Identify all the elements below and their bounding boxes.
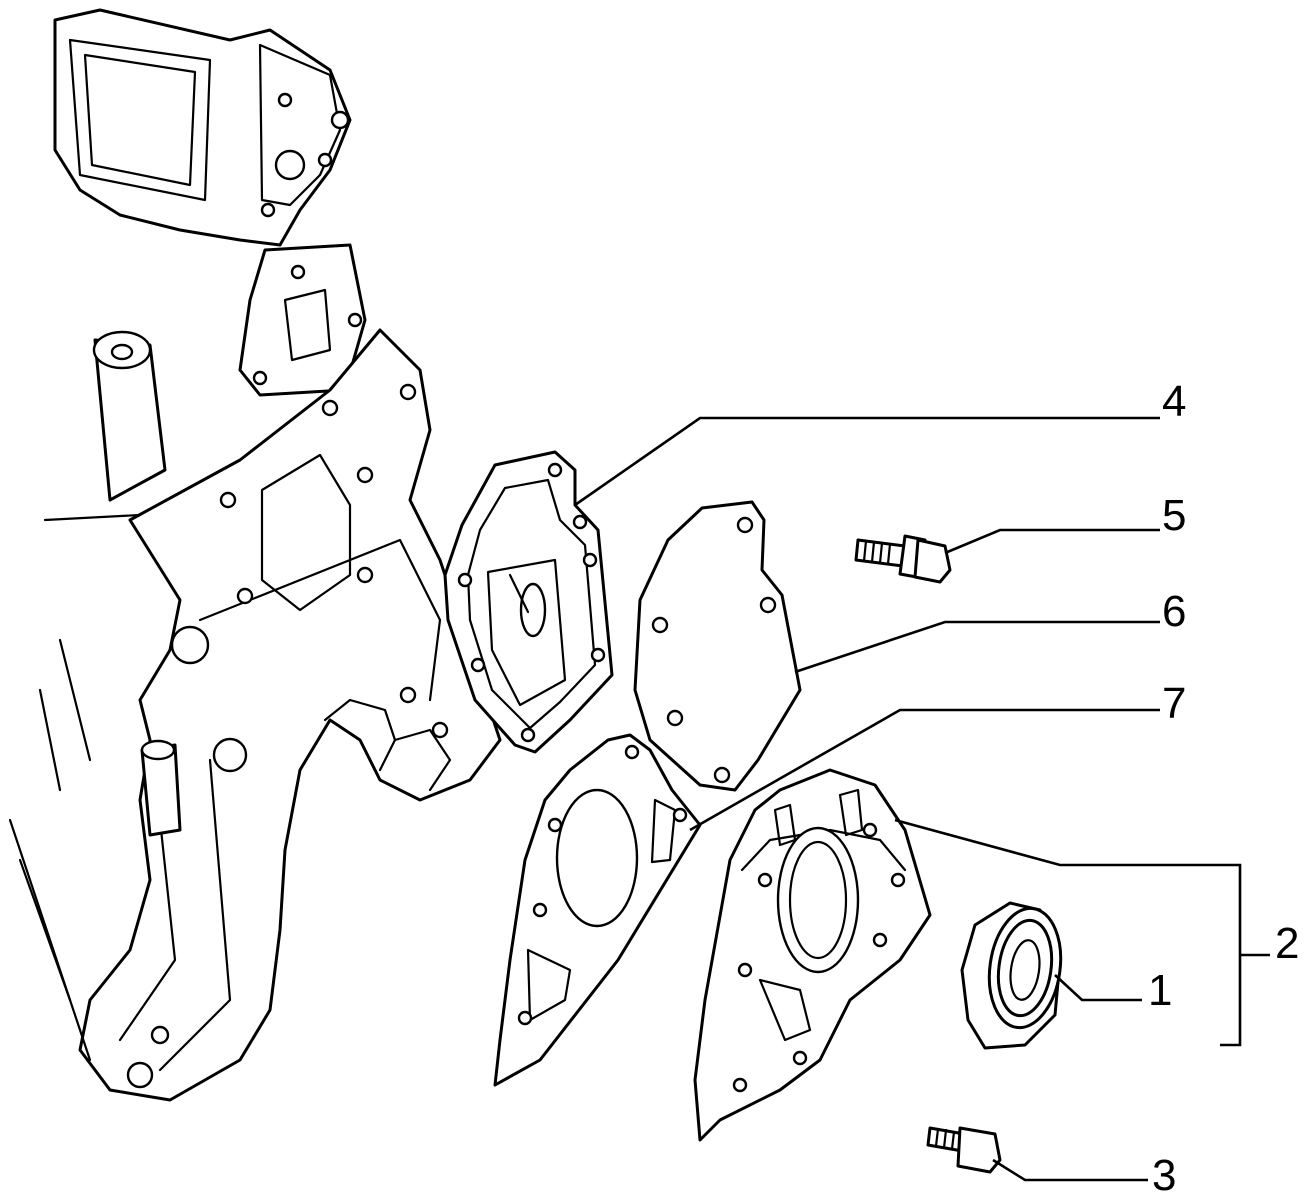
- part-2-seal-carrier: [693, 768, 932, 1142]
- leader-5: [944, 528, 1160, 555]
- part-1-oil-seal: [960, 901, 1063, 1050]
- part-7-gasket: [493, 733, 702, 1087]
- callout-6: 6: [1162, 587, 1186, 636]
- callout-2: 2: [1275, 919, 1299, 968]
- leader-7: [689, 708, 1160, 832]
- leader-3: [992, 1158, 1148, 1182]
- callout-numbers: 4 5 6 7 2 1 3: [1148, 377, 1299, 1193]
- part-3-bolt: [926, 1126, 1002, 1174]
- callout-7: 7: [1162, 679, 1186, 728]
- part-4-gasket: [443, 450, 614, 754]
- callout-4: 4: [1162, 377, 1186, 426]
- leader-4: [574, 416, 1160, 507]
- callout-3: 3: [1152, 1151, 1176, 1193]
- leader-lines: [574, 416, 1270, 1182]
- callout-1: 1: [1148, 966, 1172, 1015]
- callout-5: 5: [1162, 491, 1186, 540]
- leader-1: [1054, 974, 1142, 1002]
- leader-2-bracket: [894, 818, 1242, 1047]
- part-5-bolt: [854, 534, 952, 584]
- part-6-cover-plate: [633, 500, 802, 792]
- engine-block: [8, 8, 502, 1102]
- leader-6: [794, 620, 1160, 674]
